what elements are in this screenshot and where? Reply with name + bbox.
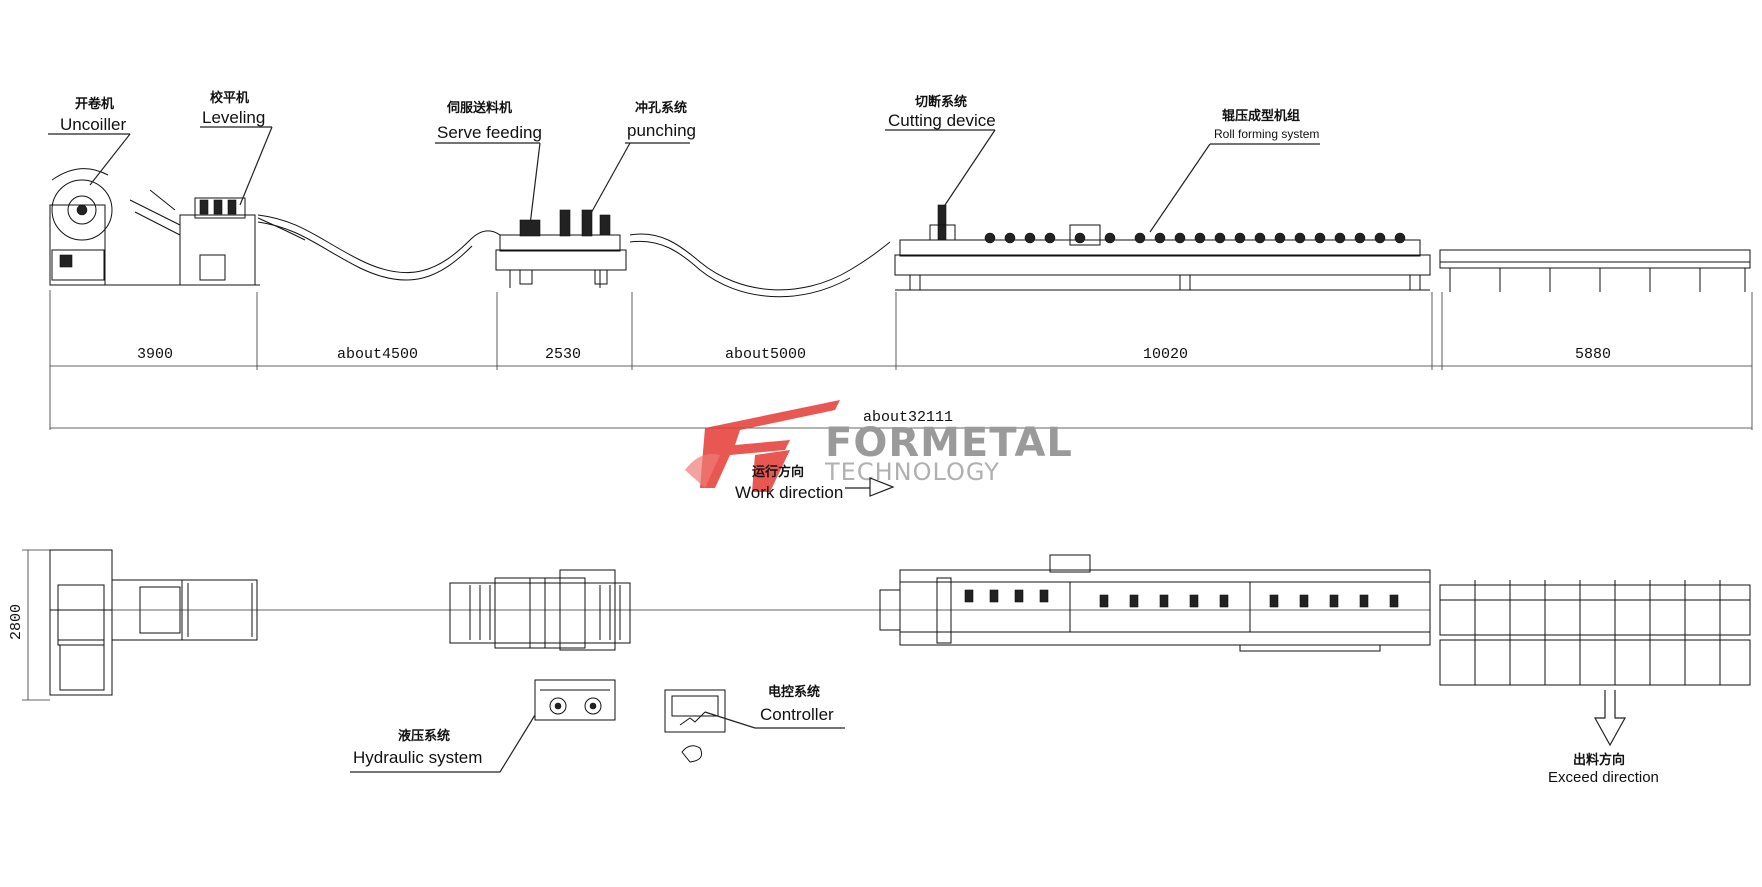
serve-feeding-machine — [495, 209, 627, 288]
dimension-lines — [49, 290, 1753, 430]
dim-loop-2: about5000 — [725, 346, 806, 363]
runout-table — [1439, 249, 1751, 292]
label-uncoiler-cn: 开卷机 — [75, 96, 114, 112]
runout-plan — [1439, 580, 1751, 686]
label-punch-cn: 冲孔系统 — [635, 100, 687, 116]
label-cut-cn: 切断系统 — [915, 94, 967, 110]
label-ctrl-en: Controller — [760, 705, 834, 724]
formetal-logo: FORMETAL TECHNOLOGY — [685, 400, 1073, 492]
work-direction: 运行方向 Work direction — [735, 464, 895, 502]
label-ctrl-cn: 电控系统 — [768, 684, 820, 700]
dim-uncoiler: 3900 — [137, 346, 173, 363]
logo-brand: FORMETAL — [825, 420, 1073, 466]
label-cut-en: Cutting device — [888, 111, 996, 130]
material-loop-2 — [629, 233, 891, 291]
material-loop-1 — [257, 214, 501, 274]
logo-sub: TECHNOLOGY — [824, 458, 1000, 486]
feeder-plan — [449, 569, 631, 651]
uncoiler-plan — [49, 549, 258, 696]
logo-mark — [700, 400, 840, 488]
label-exit-cn: 出料方向 — [1573, 752, 1625, 768]
exit-direction-arrow — [1593, 690, 1627, 747]
label-leveling-en: Leveling — [202, 108, 265, 127]
label-serve-en: Serve feeding — [437, 123, 542, 142]
leveling-machine — [110, 189, 306, 286]
label-serve-cn: 伺服送料机 — [446, 100, 512, 116]
label-exit-en: Exceed direction — [1548, 769, 1659, 786]
dim-runout: 5880 — [1575, 346, 1611, 363]
label-roll-en: Roll forming system — [1214, 127, 1319, 141]
dim-width: 2800 — [8, 604, 25, 640]
roll-forming-machine — [894, 204, 1431, 291]
label-uncoiler-en: Uncoiller — [60, 115, 126, 134]
plan-view: 2800 — [8, 549, 1751, 786]
dim-roll-former: 10020 — [1143, 346, 1188, 363]
label-work-cn: 运行方向 — [752, 464, 804, 480]
leader-lines-top — [48, 126, 1320, 233]
label-hyd-en: Hydraulic system — [353, 748, 482, 767]
label-leveling-cn: 校平机 — [210, 90, 249, 106]
leader-lines-bottom — [350, 711, 845, 773]
uncoiler-machine — [49, 168, 113, 286]
label-punch-en: punching — [627, 121, 696, 140]
dim-loop-1: about4500 — [337, 346, 418, 363]
controller-cabinet — [664, 689, 726, 763]
label-roll-cn: 辊压成型机组 — [1222, 108, 1300, 124]
hydraulic-unit — [534, 679, 616, 721]
label-work-en: Work direction — [735, 483, 843, 502]
work-direction-arrow — [845, 477, 895, 497]
side-elevation: 3900 about4500 2530 about5000 10020 5880… — [48, 90, 1753, 430]
roll-former-plan — [879, 554, 1431, 652]
dim-total: about32111 — [863, 409, 953, 426]
label-hyd-cn: 液压系统 — [398, 728, 450, 744]
dim-feeder: 2530 — [545, 346, 581, 363]
